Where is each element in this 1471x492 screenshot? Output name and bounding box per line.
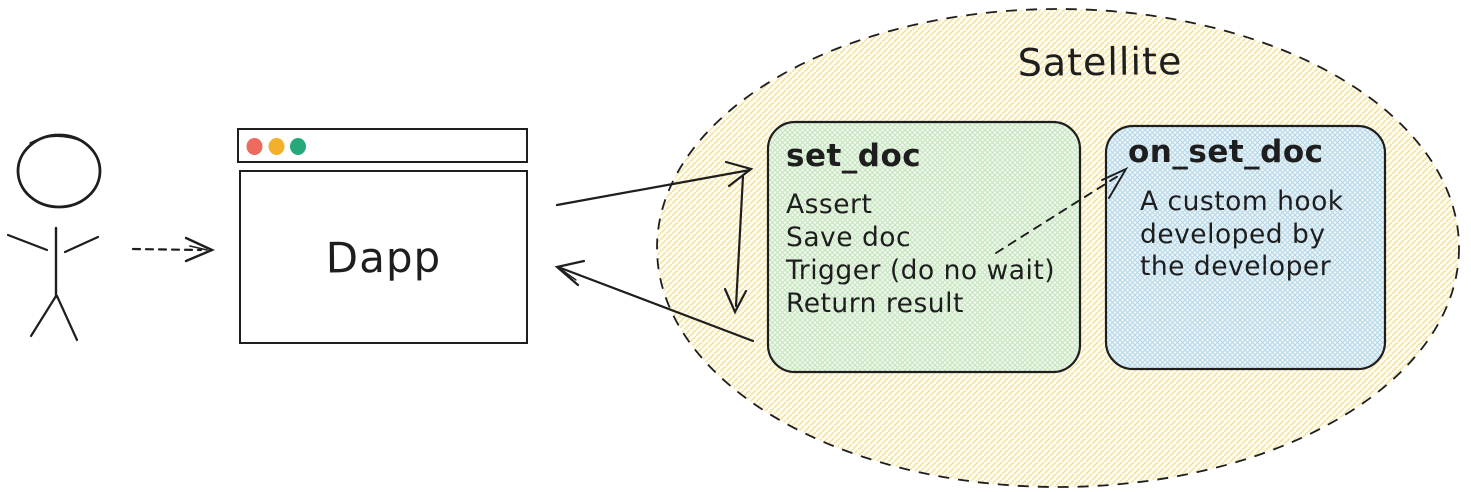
stick-figure-leg-right <box>55 294 79 342</box>
arrow-user-to-dapp <box>131 236 215 263</box>
browser-window <box>237 128 528 344</box>
stick-figure <box>6 133 102 342</box>
set-doc-title: set_doc <box>786 138 922 174</box>
arrow-trigger-to-onsetdoc-head <box>1101 166 1129 199</box>
stick-figure-arm-right <box>63 235 100 254</box>
stick-figure-arm-left <box>6 233 49 252</box>
stick-figure-head <box>16 133 102 209</box>
traffic-light-yellow-icon <box>268 138 285 155</box>
set-doc-items: Assert Save doc Trigger (do no wait) Ret… <box>786 188 1055 320</box>
arrow-dapp-to-setdoc <box>555 160 754 207</box>
arrow-setdoc-sequence <box>723 174 748 315</box>
arrow-setdoc-to-dapp <box>554 259 755 343</box>
on-set-doc-description-line: the developer <box>1140 251 1332 282</box>
stick-figure-leg-left <box>29 294 58 338</box>
browser-content-area <box>239 170 528 344</box>
arrow-dapp-to-setdoc-head <box>724 160 754 188</box>
set-doc-item-return-result: Return result <box>786 288 964 319</box>
dapp-label: Dapp <box>325 232 442 283</box>
on-set-doc-box <box>1104 124 1387 371</box>
set-doc-item-trigger: Trigger (do no wait) <box>786 255 1056 286</box>
set-doc-item-assert: Assert <box>786 189 873 220</box>
arrow-setdoc-to-dapp-head <box>554 259 586 287</box>
set-doc-item-save-doc: Save doc <box>786 222 912 253</box>
traffic-light-green-icon <box>290 138 306 155</box>
browser-titlebar <box>237 128 528 163</box>
satellite-label: Satellite <box>1017 39 1183 85</box>
set-doc-box <box>766 120 1082 374</box>
on-set-doc-description-line: developed by <box>1140 218 1326 250</box>
stick-figure-head-overdraw <box>29 135 85 144</box>
arrow-setdoc-sequence-head <box>723 287 748 315</box>
traffic-light-red-icon <box>246 138 263 155</box>
on-set-doc-description: A custom hook developed by the developer <box>1140 186 1344 284</box>
arrow-trigger-to-onsetdoc <box>995 166 1129 254</box>
on-set-doc-description-line: A custom hook <box>1140 186 1344 217</box>
arrow-user-to-dapp-head <box>184 236 215 263</box>
on-set-doc-title: on_set_doc <box>1128 134 1324 170</box>
